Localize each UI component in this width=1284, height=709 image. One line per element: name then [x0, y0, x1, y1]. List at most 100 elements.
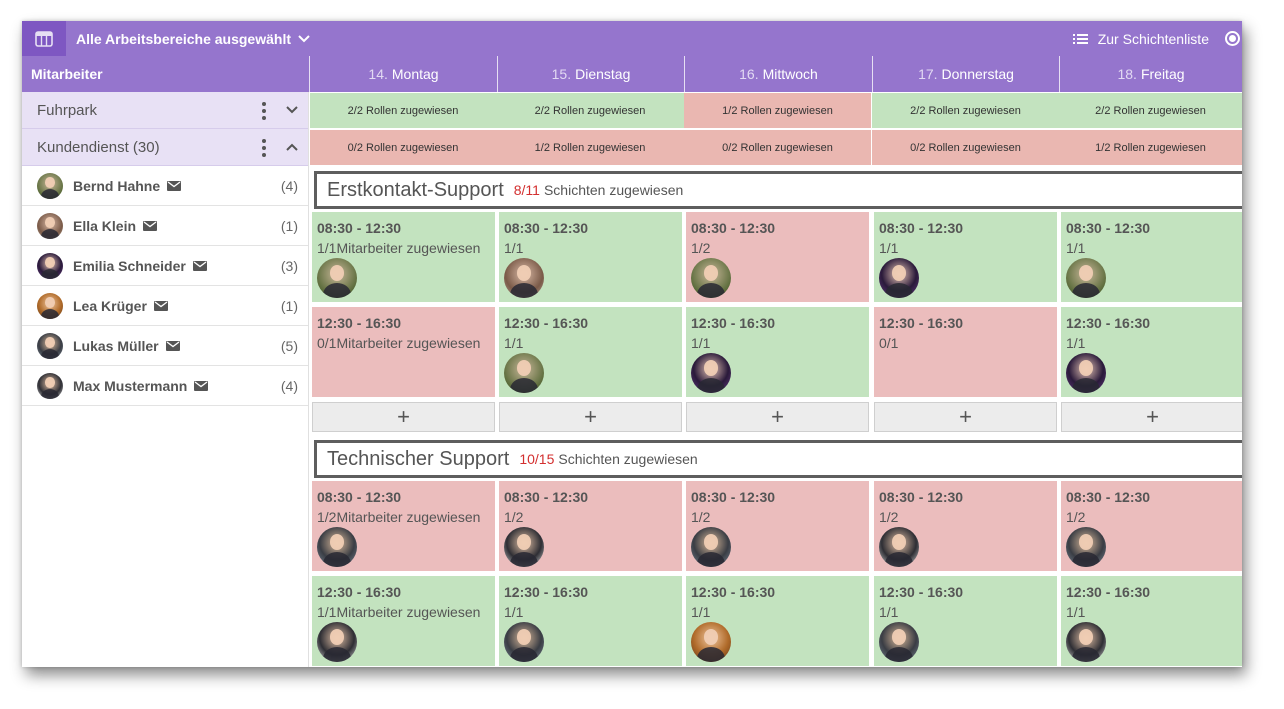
add-shift-button[interactable]: +	[874, 402, 1057, 432]
shift-assignment: 1/1	[879, 240, 899, 256]
mail-icon[interactable]	[192, 260, 207, 271]
workspace-selector[interactable]: Alle Arbeitsbereiche ausgewählt	[76, 21, 311, 56]
shift-time: 12:30 - 16:30	[879, 315, 964, 331]
assigned-avatar[interactable]	[504, 622, 544, 662]
day-number: 15.	[551, 66, 572, 82]
role-summary-cell: 2/2 Rollen zugewiesen	[496, 93, 684, 128]
shift-assignment: 1/2	[504, 509, 524, 525]
section-header: Technischer Support 10/15 Schichten zuge…	[314, 440, 1242, 478]
avatar	[37, 292, 63, 319]
shift-slot[interactable]: 12:30 - 16:30 1/1	[499, 576, 682, 666]
assigned-avatar[interactable]	[691, 527, 731, 567]
role-summary-cell: 0/2 Rollen zugewiesen	[684, 130, 871, 165]
group-kundendienst[interactable]: Kundendienst (30)	[22, 129, 308, 166]
group-name: Fuhrpark	[37, 101, 98, 119]
assigned-avatar[interactable]	[1066, 258, 1106, 298]
role-summary-cell: 2/2 Rollen zugewiesen	[872, 93, 1059, 128]
employee-row[interactable]: Ella Klein (1)	[22, 206, 308, 246]
assigned-avatar[interactable]	[317, 258, 357, 298]
chevron-up-icon[interactable]	[285, 141, 299, 153]
workspace-label: Alle Arbeitsbereiche ausgewählt	[76, 30, 291, 47]
assigned-avatar[interactable]	[1066, 353, 1106, 393]
employee-row[interactable]: Lea Krüger (1)	[22, 286, 308, 326]
mail-icon[interactable]	[143, 220, 158, 231]
assigned-avatar[interactable]	[504, 353, 544, 393]
assigned-avatar[interactable]	[879, 622, 919, 662]
chevron-down-icon[interactable]	[285, 104, 299, 116]
chevron-down-icon	[298, 34, 310, 42]
employee-name: Ella Klein	[73, 217, 137, 234]
add-shift-button[interactable]: +	[686, 402, 869, 432]
shift-assignment: 0/1	[879, 335, 899, 351]
day-number: 16.	[739, 66, 759, 82]
shift-assignment: 1/1	[879, 604, 899, 620]
shift-time: 08:30 - 12:30	[879, 220, 964, 236]
add-shift-button[interactable]: +	[1061, 402, 1242, 432]
employee-name: Lukas Müller	[73, 337, 159, 354]
shift-assignment: 1/1	[1066, 604, 1086, 620]
assigned-avatar[interactable]	[504, 258, 544, 298]
kebab-icon[interactable]	[260, 139, 268, 157]
assigned-avatar[interactable]	[691, 353, 731, 393]
group-fuhrpark[interactable]: Fuhrpark	[22, 92, 308, 129]
day-name: Dienstag	[575, 66, 631, 82]
employee-row[interactable]: Emilia Schneider (3)	[22, 246, 308, 286]
shift-assignment: 1/1	[504, 604, 524, 620]
add-shift-button[interactable]: +	[499, 402, 682, 432]
assigned-avatar[interactable]	[317, 622, 357, 662]
mail-icon[interactable]	[153, 300, 168, 311]
shift-list-label: Zur Schichtenliste	[1097, 30, 1209, 47]
assigned-avatar[interactable]	[317, 527, 357, 567]
add-shift-button[interactable]: +	[312, 402, 495, 432]
assigned-avatar[interactable]	[691, 622, 731, 662]
kebab-icon[interactable]	[260, 102, 268, 120]
shift-list-link[interactable]: Zur Schichtenliste	[1072, 21, 1209, 56]
shift-assignment: 0/1Mitarbeiter zugewiesen	[317, 335, 481, 351]
employee-row[interactable]: Bernd Hahne (4)	[22, 166, 308, 206]
assigned-avatar[interactable]	[1066, 622, 1106, 662]
shift-slot[interactable]: 12:30 - 16:30 0/1	[874, 307, 1057, 397]
section-label: Schichten zugewiesen	[543, 182, 684, 198]
assigned-avatar[interactable]	[879, 527, 919, 567]
shift-assignment: 1/1Mitarbeiter zugewiesen	[317, 604, 481, 620]
section-label: Schichten zugewiesen	[558, 451, 698, 467]
app-window: Alle Arbeitsbereiche ausgewählt Zur Schi…	[22, 21, 1242, 667]
shift-time: 08:30 - 12:30	[504, 220, 589, 236]
assigned-avatar[interactable]	[1066, 527, 1106, 567]
shift-slot[interactable]: 08:30 - 12:30 1/1	[499, 212, 682, 302]
employee-row[interactable]: Max Mustermann (4)	[22, 366, 308, 406]
mail-icon[interactable]	[167, 180, 182, 191]
shift-time: 12:30 - 16:30	[504, 584, 589, 600]
radio-toggle[interactable]	[1225, 31, 1240, 46]
top-bar: Alle Arbeitsbereiche ausgewählt Zur Schi…	[22, 21, 1242, 56]
shift-slot[interactable]: 08:30 - 12:30 1/1	[874, 212, 1057, 302]
employee-row[interactable]: Lukas Müller (5)	[22, 326, 308, 366]
assigned-avatar[interactable]	[691, 258, 731, 298]
assigned-avatar[interactable]	[504, 527, 544, 567]
role-summary-cell: 1/2 Rollen zugewiesen	[1059, 130, 1242, 165]
mail-icon[interactable]	[165, 340, 180, 351]
assigned-avatar[interactable]	[879, 258, 919, 298]
shift-assignment: 1/1	[504, 240, 524, 256]
day-number: 18.	[1117, 66, 1137, 82]
shift-time: 08:30 - 12:30	[1066, 220, 1151, 236]
mail-icon[interactable]	[194, 380, 209, 391]
staff-sidebar: Fuhrpark Kundendienst (30) Bernd Hahne (…	[22, 92, 309, 667]
calendar-table-icon[interactable]	[22, 21, 66, 56]
